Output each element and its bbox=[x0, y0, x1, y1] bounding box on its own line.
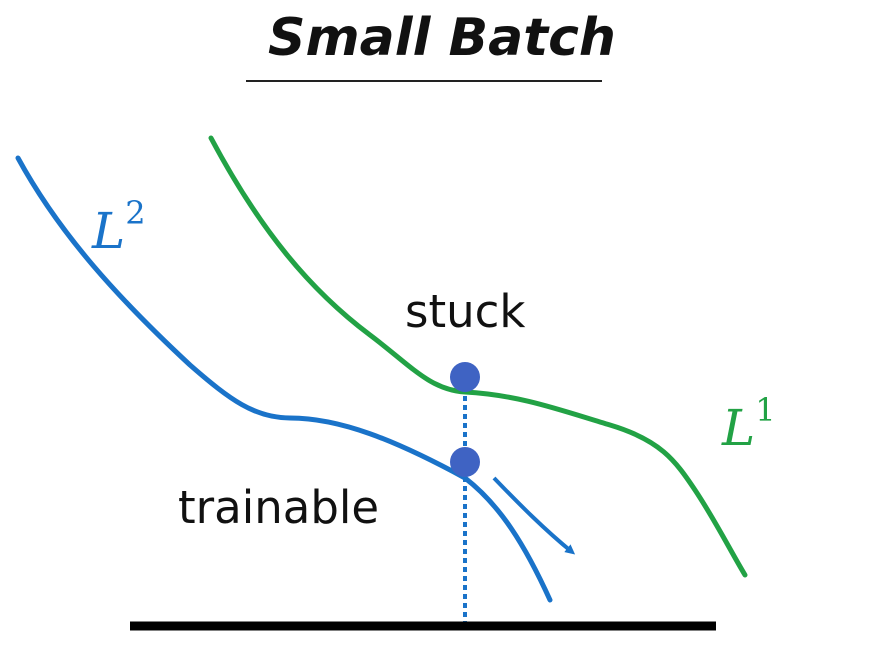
stuck-point bbox=[450, 362, 480, 392]
loss-curve-l2 bbox=[15, 155, 553, 603]
curve-l2-base: L bbox=[91, 202, 125, 260]
trainable-point bbox=[450, 447, 480, 477]
diagram-title: Small Batch bbox=[268, 8, 616, 68]
curve-l2-label: L2 bbox=[91, 194, 146, 260]
stuck-label: stuck bbox=[405, 285, 525, 338]
trainable-label: trainable bbox=[178, 481, 379, 534]
title-underline bbox=[246, 80, 602, 82]
curve-l1-label: L1 bbox=[721, 391, 776, 457]
loss-curve-l1 bbox=[208, 135, 748, 578]
curve-l1-sup: 1 bbox=[755, 391, 775, 429]
descent-arrow bbox=[492, 476, 576, 555]
curve-l1-base: L bbox=[721, 399, 755, 457]
curve-l2-sup: 2 bbox=[125, 194, 145, 232]
